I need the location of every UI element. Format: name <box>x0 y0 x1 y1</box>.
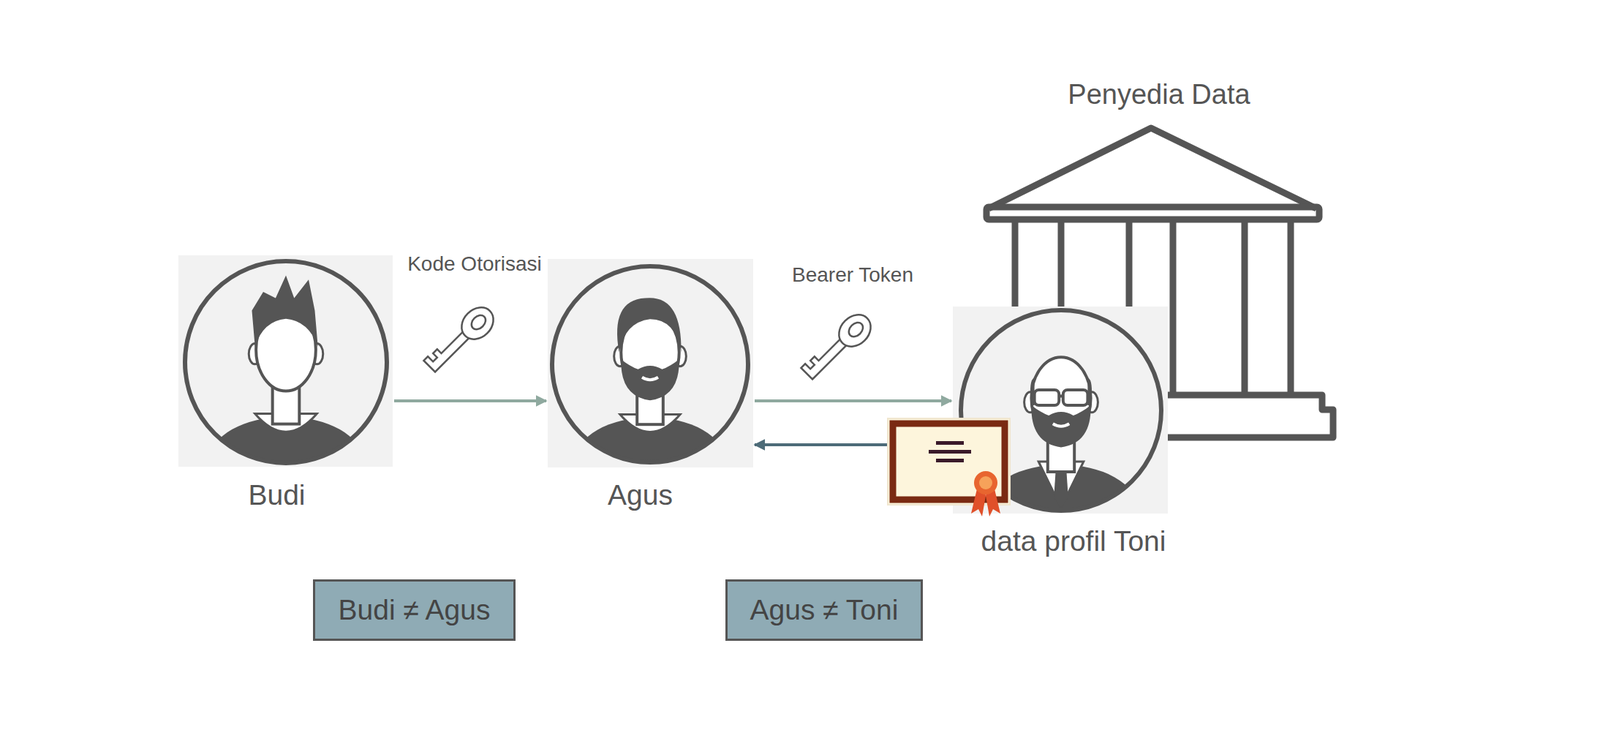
drawing-part <box>1030 377 1092 406</box>
drawing-part <box>936 440 964 445</box>
drawing-part <box>892 423 1005 500</box>
drawing-part <box>846 319 866 340</box>
avatar-drawing <box>547 258 754 515</box>
building-icon <box>986 127 1334 438</box>
node-label: data profil Toni <box>965 525 1181 558</box>
certificate-icon <box>887 418 1010 517</box>
drawing-part <box>1140 394 1334 438</box>
drawing-part <box>1170 222 1177 394</box>
drawing-part <box>988 127 1317 209</box>
key-icon <box>799 308 877 387</box>
avatar-ring <box>185 261 387 463</box>
avatar-ring <box>960 310 1162 511</box>
edge-label: Kode Otorisasi <box>407 252 542 276</box>
person-figure <box>209 275 363 504</box>
drawing-part <box>1031 405 1091 447</box>
drawing-part <box>1126 222 1133 394</box>
person-avatar: data profil Toni <box>952 306 1168 563</box>
node-label: Penyedia Data <box>979 78 1339 112</box>
drawing-part <box>1058 394 1064 398</box>
drawing-part <box>1034 389 1060 406</box>
note-text: Budi ≠ Agus <box>338 593 491 627</box>
drawing-part <box>979 476 993 490</box>
drawing-part <box>1287 222 1295 394</box>
avatar-drawing <box>178 255 393 512</box>
drawing-part <box>928 449 972 454</box>
node-label: Agus <box>537 478 743 512</box>
drawing-part <box>455 301 501 346</box>
note-box: Budi ≠ Agus <box>312 579 516 641</box>
drawing-part <box>1058 222 1065 394</box>
drawing-part <box>1012 222 1019 394</box>
avatar-ground <box>952 306 1168 514</box>
drawing-part <box>1063 389 1089 406</box>
node-label: Budi <box>169 478 384 512</box>
note-text: Agus ≠ Toni <box>750 593 899 627</box>
key-icon <box>421 301 500 379</box>
drawing-part <box>251 275 318 347</box>
edge-label: Bearer Token <box>791 263 914 287</box>
note-box: Agus ≠ Toni <box>725 579 923 641</box>
drawing-part <box>832 308 878 354</box>
flow-arrow <box>394 399 547 403</box>
drawing-part <box>986 206 1320 220</box>
drawing-part <box>936 458 964 463</box>
drawing-part <box>468 312 489 332</box>
drawing-part <box>1241 222 1249 394</box>
flow-arrow <box>754 399 952 403</box>
person-avatar: Budi <box>178 255 393 512</box>
drawing-part <box>617 297 681 352</box>
drawing-part <box>620 359 680 400</box>
avatar-drawing <box>952 306 1168 563</box>
avatar-ring <box>552 266 749 463</box>
drawing-part <box>887 418 1010 505</box>
person-avatar: Agus <box>547 258 754 515</box>
drawing-part <box>642 377 659 380</box>
drawing-part <box>1053 423 1070 427</box>
person-figure <box>576 297 725 501</box>
drawing-part <box>974 470 998 495</box>
